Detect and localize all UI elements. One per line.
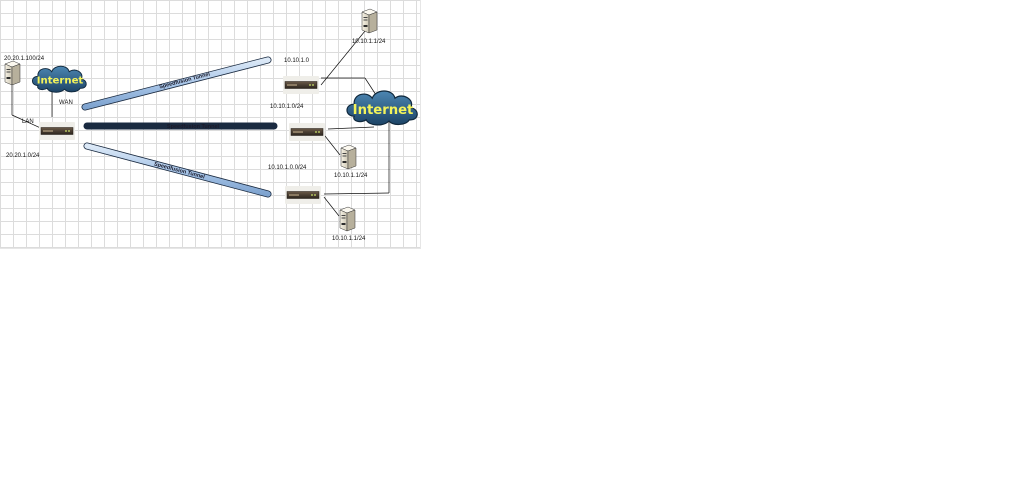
connection-lines [11,30,390,217]
wan-label: WAN [59,100,73,106]
bottom-remote-subnet-label: 10.10.1.0.0/24 [268,165,307,171]
left-subnet-label: 20.20.1.0/24 [6,153,40,159]
bottom-server-link [323,196,340,217]
router-icon [288,122,326,142]
network-diagram: Speedfusion Tunnel Speedfusion Tunnel Sp… [0,0,421,249]
cloud-left-label: Internet [37,76,84,87]
tunnel-middle: Speedfusion Tunnel [83,122,278,130]
tunnel-bottom: Speedfusion Tunnel [83,142,272,198]
internet-cloud-left: Internet [31,65,87,93]
middle-server-ip-label: 10.10.1.1/24 [334,173,368,179]
left-server-ip-label: 20.20.1.100/24 [4,56,45,62]
top-remote-ip-label: 10.10.1.0 [284,58,310,64]
top-server [361,8,378,34]
tunnel-top: Speedfusion Tunnel [81,56,272,111]
tunnel-middle-label: Speedfusion Tunnel [167,124,220,130]
top-server-ip-label: 10.10.1.1/24 [352,39,386,45]
remote-router-bottom [284,185,322,205]
bottom-server-ip-label: 10.10.1.1/24 [332,236,366,242]
cloud-right-label: Internet [353,103,414,118]
tunnel-top-label: Speedfusion Tunnel [159,72,211,91]
server-icon [4,60,21,86]
internet-cloud-right: Internet [346,90,418,126]
middle-server [340,144,357,170]
server-icon [340,144,357,170]
diagram-svg: Speedfusion Tunnel Speedfusion Tunnel Sp… [4,8,418,242]
remote-router-middle [288,122,326,142]
remote-router-top [282,75,320,95]
bottom-router-internet-link [323,192,390,195]
left-server [4,60,21,86]
bottom-server [339,206,356,232]
tunnel-bottom-label: Speedfusion Tunnel [153,161,205,180]
lan-label: LAN [22,119,34,125]
main-router [38,121,76,141]
server-icon [361,8,378,34]
middle-router-internet-link [327,126,375,130]
router-icon [38,121,76,141]
router-icon [282,75,320,95]
server-icon [339,206,356,232]
top-remote-subnet-label: 10.10.1.0/24 [270,104,304,110]
middle-server-link [324,135,341,156]
top-server-link [320,30,366,86]
router-icon [284,185,322,205]
